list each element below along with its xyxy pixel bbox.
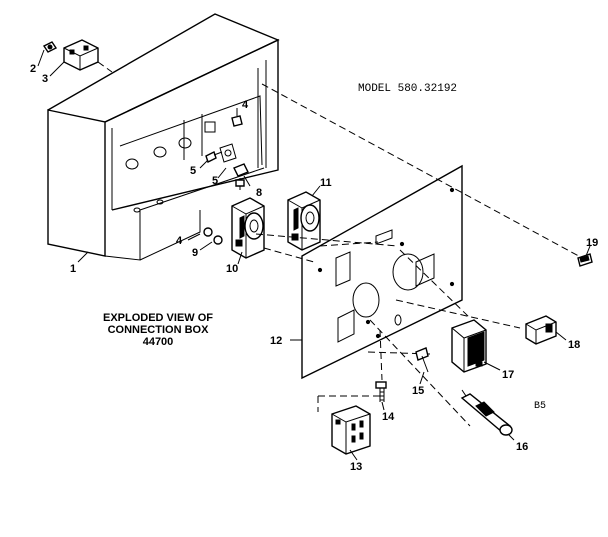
- callout-labels: 2 3 1 4 4 5 5 8 9 10 11 12 13 14 15 16 1…: [30, 63, 598, 473]
- callout-1: 1: [70, 263, 76, 275]
- callout-5-left: 5: [190, 165, 196, 177]
- callout-4-lower: 4: [176, 235, 183, 247]
- leader-lines: [37, 49, 591, 461]
- caption-line-1: EXPLODED VIEW OF: [103, 312, 213, 324]
- connection-box: [47, 13, 280, 261]
- callout-13: 13: [350, 461, 362, 473]
- page-code: B5: [534, 401, 546, 412]
- twist-lock-receptacle-11: [287, 191, 321, 251]
- twist-lock-receptacle-10: [231, 197, 265, 259]
- screw-15: [415, 347, 429, 373]
- callout-8: 8: [256, 187, 262, 199]
- callout-15: 15: [412, 385, 424, 397]
- caption-line-3: 44700: [143, 336, 174, 348]
- connector-block: [42, 39, 113, 73]
- callout-5-right: 5: [212, 175, 218, 187]
- callout-10: 10: [226, 263, 238, 275]
- circuit-breaker-18: [525, 315, 557, 345]
- callout-11: 11: [320, 177, 332, 189]
- box-hardware: [203, 115, 249, 245]
- callout-18: 18: [568, 339, 580, 351]
- callout-17: 17: [502, 369, 514, 381]
- diagram-caption: EXPLODED VIEW OF CONNECTION BOX 44700: [103, 312, 213, 348]
- projection-lines: [255, 83, 587, 427]
- callout-14: 14: [382, 411, 395, 423]
- callout-3: 3: [42, 73, 48, 85]
- callout-2: 2: [30, 63, 36, 75]
- callout-4-upper: 4: [242, 99, 249, 111]
- duplex-receptacle-13: [331, 405, 371, 455]
- caption-line-2: CONNECTION BOX: [108, 324, 210, 336]
- rocker-switch-17: [451, 319, 487, 373]
- screw-19: [577, 253, 593, 267]
- callout-12: 12: [270, 335, 282, 347]
- callout-9: 9: [192, 247, 198, 259]
- face-plate-12: [301, 164, 463, 380]
- model-number: MODEL 580.32192: [358, 83, 457, 95]
- fuse-holder-16: [460, 389, 513, 436]
- callout-16: 16: [516, 441, 528, 453]
- screw-14: [375, 381, 387, 402]
- callout-19: 19: [586, 237, 598, 249]
